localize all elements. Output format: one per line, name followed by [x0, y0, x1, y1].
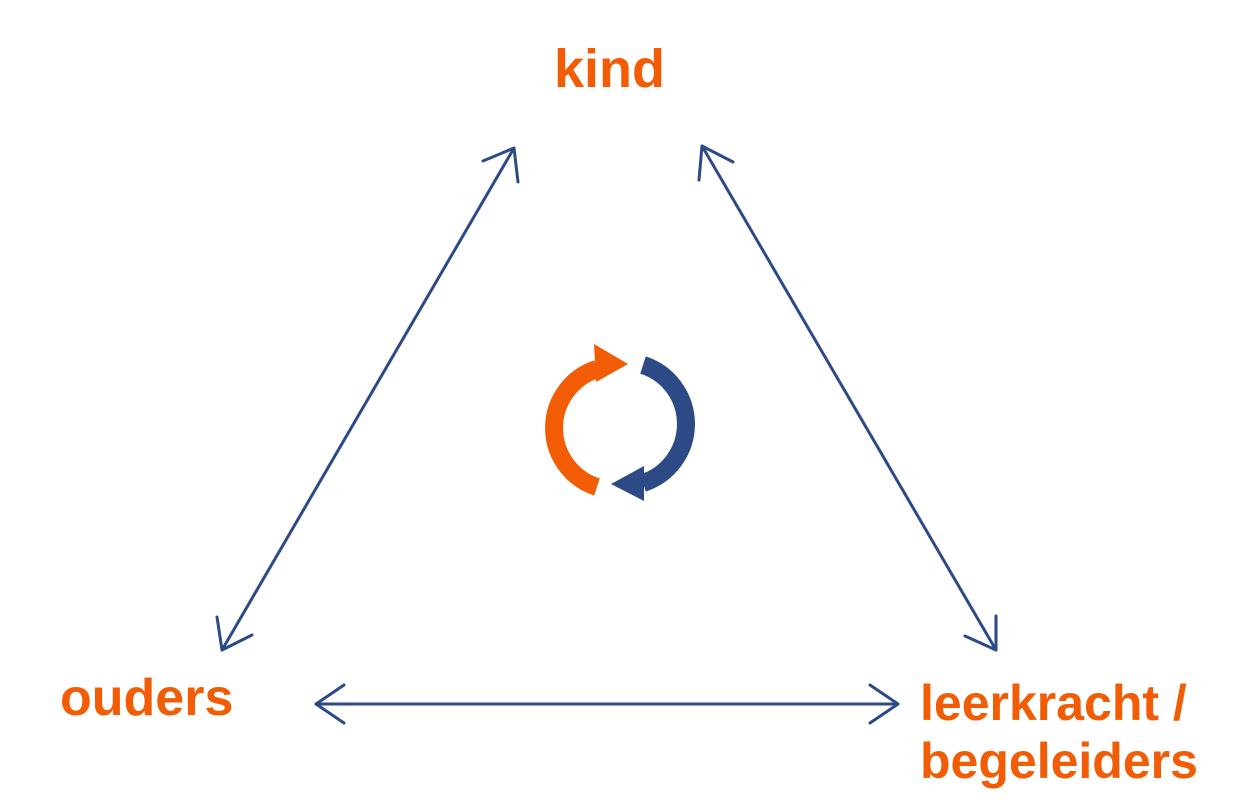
arrow-ouders-leerkracht — [314, 683, 900, 725]
cycle-arrows-icon — [545, 344, 695, 501]
arrow-kind-leerkracht — [697, 144, 998, 652]
node-ouders: ouders — [60, 669, 234, 727]
node-kind: kind — [554, 39, 666, 99]
arrow-kind-ouders — [215, 146, 520, 652]
node-leerkracht-begeleiders: leerkracht / begeleiders — [920, 675, 1198, 789]
